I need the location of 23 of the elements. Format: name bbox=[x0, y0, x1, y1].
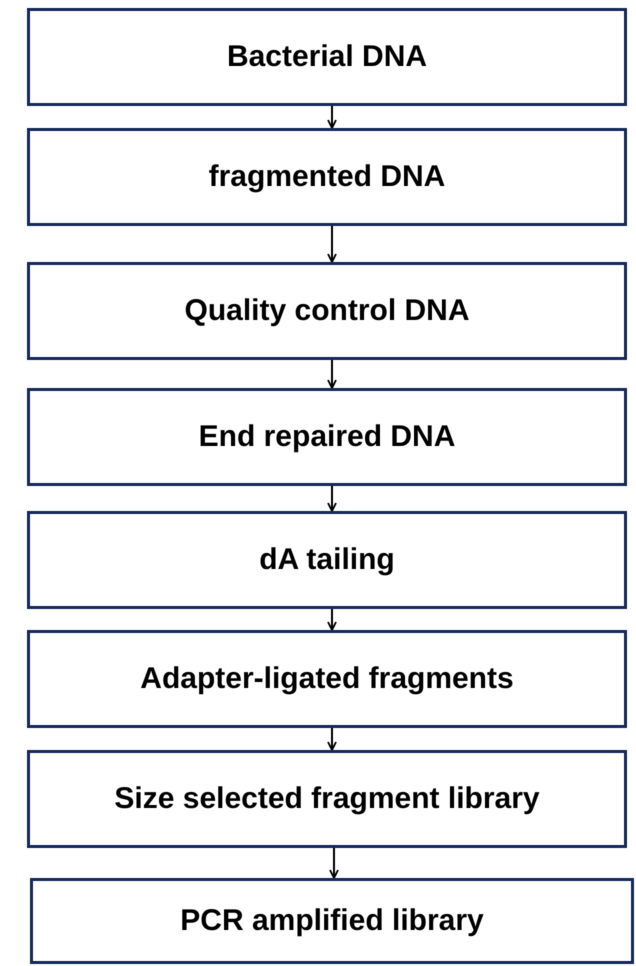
step-label: Quality control DNA bbox=[184, 294, 470, 328]
arrow bbox=[327, 360, 337, 389]
arrow bbox=[329, 848, 339, 879]
arrow bbox=[327, 486, 337, 512]
step-label: PCR amplified library bbox=[180, 904, 484, 938]
process-box bbox=[27, 511, 627, 609]
arrow bbox=[327, 106, 337, 129]
process-box bbox=[27, 262, 627, 360]
step-label: Adapter-ligated fragments bbox=[140, 662, 514, 696]
arrow bbox=[327, 609, 337, 631]
step-label: End repaired DNA bbox=[198, 420, 456, 454]
process-box bbox=[27, 630, 627, 728]
process-box bbox=[27, 8, 627, 106]
arrow bbox=[327, 728, 337, 751]
step-label: fragmented DNA bbox=[208, 160, 446, 194]
step-label: dA tailing bbox=[259, 543, 395, 577]
process-box bbox=[27, 388, 627, 486]
step-label: Bacterial DNA bbox=[226, 40, 428, 74]
process-box bbox=[27, 750, 627, 848]
process-box bbox=[30, 878, 634, 964]
arrow bbox=[327, 226, 337, 263]
step-label: Size selected fragment library bbox=[114, 782, 540, 816]
process-box bbox=[27, 128, 627, 226]
